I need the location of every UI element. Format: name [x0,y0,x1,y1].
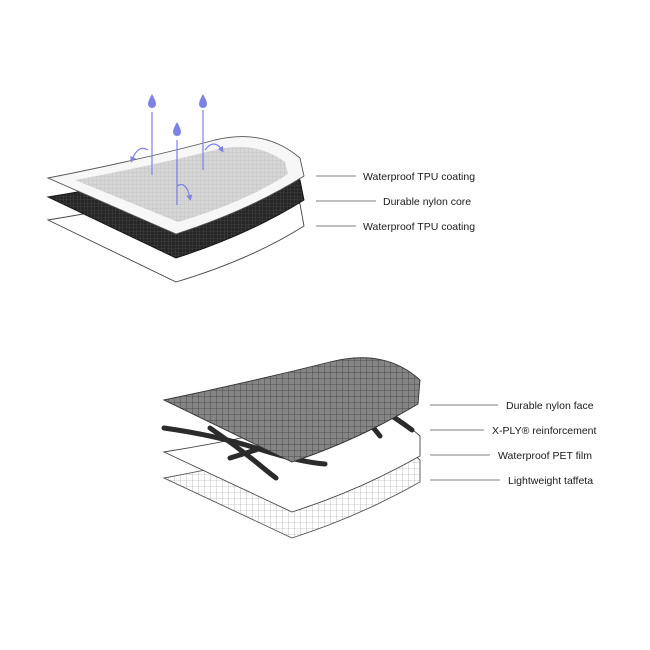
water-drop-icon [148,94,156,108]
label-bottom-tpu-coating: Waterproof TPU coating [363,221,475,233]
vapor-arrow-right-curl [204,143,224,153]
bottom-diagram: Durable nylon face X-PLY® reinforcement … [161,357,596,539]
top-leader-lines [316,175,376,227]
label-top-tpu-coating: Waterproof TPU coating [363,171,475,183]
label-xply-reinforcement: X-PLY® reinforcement [492,425,596,437]
vapor-arrows [130,110,224,205]
label-nylon-core: Durable nylon core [383,196,471,208]
water-drop-icons [148,94,207,136]
label-taffeta: Lightweight taffeta [508,475,593,487]
water-drop-icon [199,94,207,108]
label-nylon-face: Durable nylon face [506,400,594,412]
xply-rod [392,415,415,433]
bottom-leader-lines [430,404,500,481]
water-drop-icon [173,122,181,136]
label-pet-film: Waterproof PET film [498,450,592,462]
nylon-face-layer [162,357,421,463]
vapor-arrow-center-curl [176,183,193,201]
top-diagram: Waterproof TPU coating Durable nylon cor… [46,94,475,283]
vapor-arrow-left-curl [130,147,149,163]
xply-rod [207,425,279,481]
